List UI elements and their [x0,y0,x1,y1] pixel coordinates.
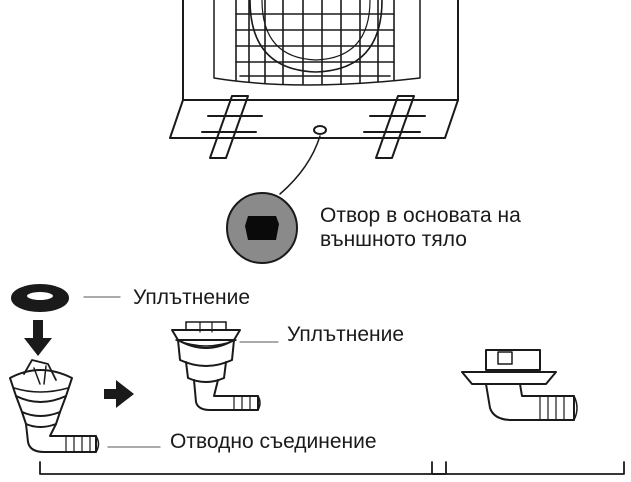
bracket-left [39,461,447,475]
installed-drain-joint [461,349,578,421]
seal-ring [11,284,69,312]
bracket-right [431,461,625,475]
fan-guard-grid [235,0,395,85]
right-arrow-icon [104,380,134,408]
base-hole-callout [226,192,298,264]
base-hole-label: Отвор в основата на външното тяло [320,204,521,252]
hole-leader-line [279,135,321,195]
drain-joint-label: Отводно съединение [170,430,377,453]
base-hole-label-line2: външното тяло [320,228,467,252]
seal-label: Уплътнение [133,286,251,309]
seal-assembled-label: Уплътнение [287,323,405,346]
outdoor-unit [169,0,459,159]
assembled-drain-joint [171,321,261,411]
base-hole-label-line1: Отвор в основата на [320,204,521,227]
down-arrow-icon [24,320,52,356]
drain-joint-part [9,359,100,453]
